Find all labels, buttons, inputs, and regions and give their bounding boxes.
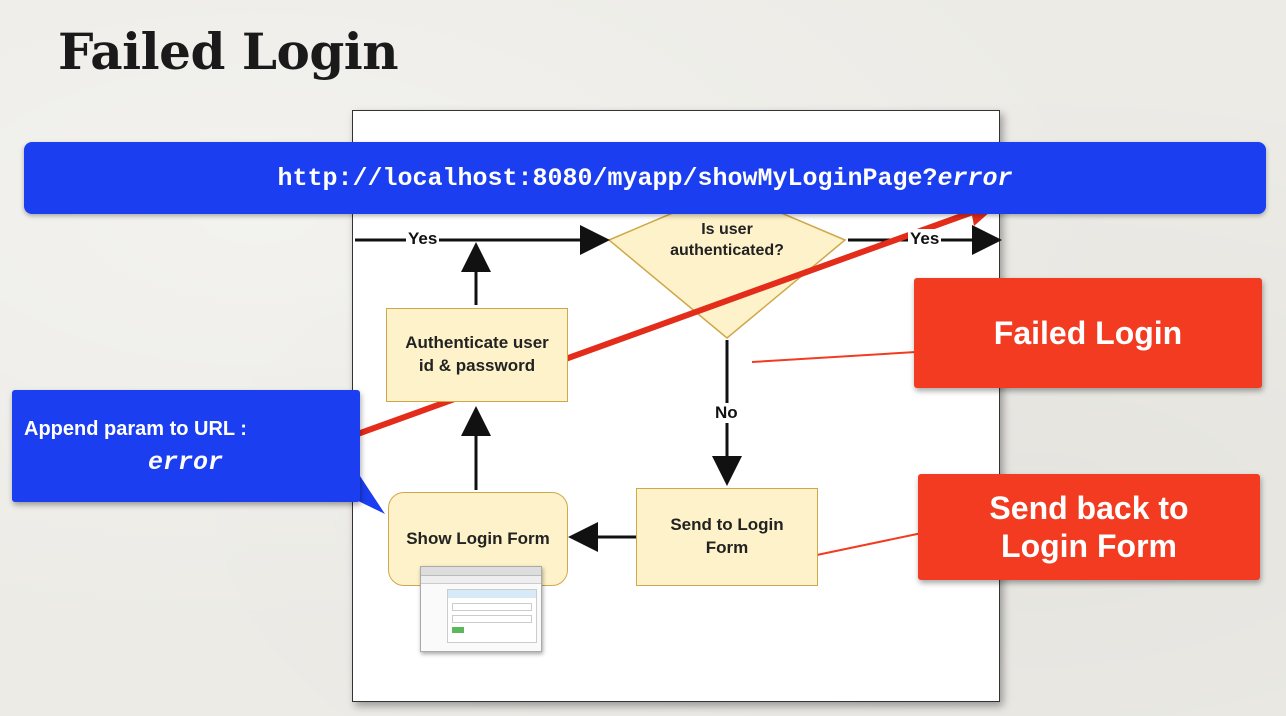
append-param-text: Append param to URL : — [24, 418, 247, 440]
edge-yes-right: Yes — [908, 229, 942, 249]
send-back-pointer — [811, 532, 923, 557]
url-param: error — [937, 163, 1013, 193]
decision-diamond — [607, 189, 847, 339]
failed-login-callout: Failed Login — [914, 278, 1262, 388]
authenticate-box: Authenticate user id & password — [386, 308, 568, 402]
send-to-login-form-box: Send to Login Form — [636, 488, 818, 586]
failed-login-pointer — [751, 351, 917, 363]
failed-login-callout-text: Failed Login — [993, 314, 1183, 351]
edge-no: No — [713, 403, 740, 423]
show-login-form-label: Show Login Form — [406, 528, 550, 548]
authenticate-label: Authenticate user id & password — [405, 333, 549, 375]
append-param-code: error — [148, 448, 224, 477]
slide-title: Failed Login — [58, 22, 399, 81]
send-to-login-form-label: Send to Login Form — [670, 515, 784, 557]
url-banner: http://localhost:8080/myapp/showMyLoginP… — [24, 142, 1266, 214]
edge-yes-left: Yes — [406, 229, 440, 249]
decision-label: Is user authenticated? — [670, 221, 784, 259]
url-base: http://localhost:8080/myapp/showMyLoginP… — [277, 163, 938, 193]
login-form-thumbnail — [420, 566, 542, 652]
red-link-arrow — [277, 201, 998, 465]
send-back-callout-text: Send back to Login Form — [989, 489, 1189, 564]
append-param-callout: Append param to URL : error — [12, 390, 360, 502]
send-back-callout: Send back to Login Form — [918, 474, 1260, 580]
